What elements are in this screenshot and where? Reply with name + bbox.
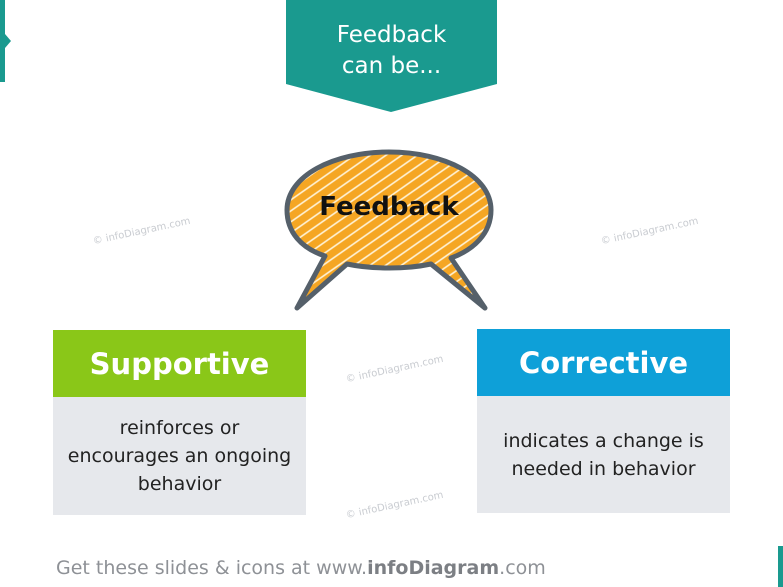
corrective-card: Corrective indicates a change is needed … — [477, 329, 730, 513]
watermark: © infoDiagram.com — [344, 489, 445, 522]
corrective-line-1: indicates a change is — [503, 429, 704, 452]
banner-title: Feedback can be... — [286, 20, 497, 82]
footer-suffix: .com — [499, 557, 546, 579]
supportive-line-3: behavior — [137, 473, 222, 495]
watermark: © infoDiagram.com — [91, 215, 192, 248]
supportive-card: Supportive reinforces or encourages an o… — [53, 330, 306, 515]
supportive-description: reinforces or encourages an ongoing beha… — [53, 397, 306, 515]
watermark: © infoDiagram.com — [599, 215, 700, 248]
speech-bubble-icon: Feedback — [283, 148, 495, 314]
corrective-title: Corrective — [477, 329, 730, 396]
corrective-description: indicates a change is needed in behavior — [477, 396, 730, 513]
supportive-line-1: reinforces or — [119, 417, 240, 439]
left-accent-notch — [5, 34, 11, 48]
left-accent-bar — [0, 0, 5, 82]
supportive-line-2: encourages an ongoing — [67, 445, 292, 467]
footer-promo: Get these slides & icons at www.infoDiag… — [56, 557, 546, 579]
watermark: © infoDiagram.com — [344, 353, 445, 386]
footer-brand: infoDiagram — [367, 557, 500, 579]
banner-title-line2: can be... — [341, 53, 442, 79]
footer-prefix: Get these slides & icons at www. — [56, 557, 368, 579]
right-accent-bar — [778, 546, 783, 587]
supportive-title: Supportive — [53, 330, 306, 397]
title-banner: Feedback can be... — [286, 0, 497, 112]
bubble-label: Feedback — [319, 192, 459, 222]
corrective-line-2: needed in behavior — [511, 457, 696, 480]
banner-title-line1: Feedback — [336, 22, 447, 48]
